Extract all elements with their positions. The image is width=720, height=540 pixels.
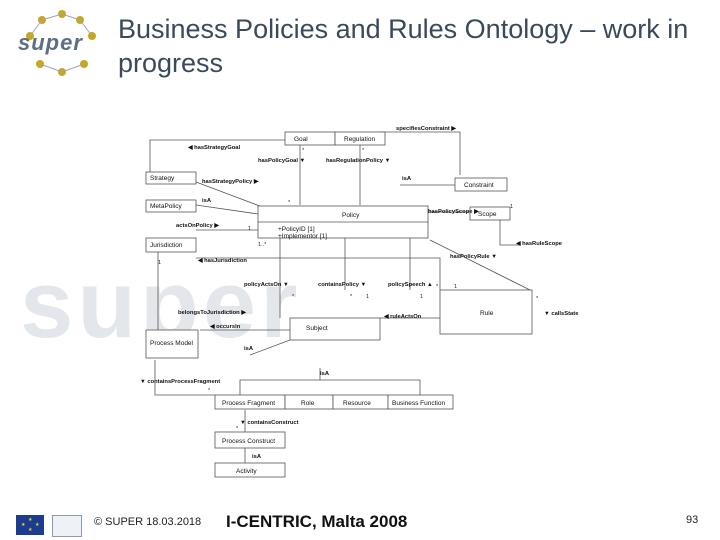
page-number: 93 (686, 514, 699, 526)
multiplicity-label: 1..* (258, 242, 267, 248)
class-activity: Activity (236, 468, 257, 475)
slide-title: Business Policies and Rules Ontology – w… (118, 14, 689, 78)
multiplicity-label: 1 (366, 294, 369, 300)
policy-attribute-id: +PolicyID [1] (278, 226, 315, 233)
super-logo: super (18, 30, 83, 55)
relation-is-a-constraint: isA (402, 176, 412, 182)
relation-calls-state: ▼ callsState (544, 311, 579, 317)
relation-has-rule-scope: ◀ hasRuleScope (515, 240, 563, 247)
relation-policy-speech: policySpeech ▲ (388, 282, 433, 288)
class-process-fragment: Process Fragment (222, 400, 275, 407)
footer-copyright: © SUPER 18.03.2018 (94, 516, 202, 528)
relation-is-a-meta: isA (202, 198, 212, 204)
relation-policy-acts-on: policyActsOn ▼ (244, 282, 289, 288)
class-role: Role (301, 400, 315, 407)
relation-contains-construct: ▼ containsConstruct (240, 420, 299, 426)
relation-has-policy-rule: hasPolicyRule ▼ (450, 254, 497, 260)
class-constraint: Constraint (464, 182, 494, 189)
class-scope: Scope (478, 211, 497, 218)
footer-event: I-CENTRIC, Malta 2008 (226, 512, 408, 531)
policy-attribute-implementor: +Implementor [1] (278, 233, 327, 240)
multiplicity-label: 1 (248, 226, 251, 232)
multiplicity-label: * (292, 294, 295, 300)
relation-is-a-activity: isA (252, 454, 262, 460)
class-regulation: Regulation (344, 136, 375, 143)
relation-contains-process-fragment: ▼ containsProcessFragment (140, 379, 220, 385)
relation-has-strategy-policy: hasStrategyPolicy ▶ (202, 178, 259, 185)
multiplicity-label: * (536, 296, 539, 302)
class-jurisdiction: Jurisdiction (150, 242, 183, 249)
relation-rule-acts-on: ◀ ruleActsOn (383, 313, 422, 320)
class-subject: Subject (306, 325, 328, 332)
relation-has-jurisdiction: ◀ hasJurisdiction (197, 257, 247, 264)
multiplicity-label: 1 (158, 260, 161, 266)
relation-occurs-in: ◀ occursIn (209, 323, 241, 330)
multiplicity-label: 1 (420, 294, 423, 300)
relation-contains-policy: containsPolicy ▼ (318, 282, 366, 288)
multiplicity-label: * (362, 148, 365, 154)
multiplicity-label: * (350, 294, 353, 300)
relation-belongs-to-jurisdiction: belongsToJurisdiction ▶ (178, 309, 246, 316)
class-metapolicy: MetaPolicy (150, 203, 183, 210)
class-goal: Goal (294, 136, 308, 143)
multiplicity-label: * (436, 284, 439, 290)
relation-has-policy-goal: hasPolicyGoal ▼ (258, 158, 305, 164)
class-rule: Rule (480, 310, 494, 317)
multiplicity-label: * (208, 388, 211, 394)
relation-labels: specifiesConstraint ▶ ◀ hasStrategyGoal … (140, 125, 579, 460)
relation-has-strategy-goal: ◀ hasStrategyGoal (187, 144, 241, 151)
association-lines (149, 131, 531, 463)
class-policy: Policy (342, 212, 360, 219)
relation-specifies-constraint: specifiesConstraint ▶ (396, 125, 456, 132)
relation-is-a-model: isA (244, 346, 254, 352)
relation-has-policy-scope: hasPolicyScope ▶ (428, 208, 479, 215)
class-business-function: Business Function (392, 400, 445, 407)
class-process-model: Process Model (150, 340, 194, 347)
eu-flag-icon: ★★ ★★ (16, 515, 44, 535)
relation-is-a-subject: isA (320, 371, 330, 377)
multiplicity-label: * (288, 200, 291, 206)
partner-logo-icon (52, 515, 82, 537)
super-logo-dots-icon (26, 10, 96, 76)
multiplicity-label: * (302, 148, 305, 154)
class-process-construct: Process Construct (222, 438, 275, 445)
relation-acts-on-policy: actsOnPolicy ▶ (176, 222, 219, 229)
class-strategy: Strategy (150, 175, 175, 182)
multiplicity-label: * (236, 426, 239, 432)
relation-has-regulation-policy: hasRegulationPolicy ▼ (326, 158, 390, 164)
class-labels: Goal Regulation Strategy Constraint Meta… (150, 136, 497, 475)
multiplicity-labels: * * 1 1..* 1 * 1 1 1 * * * 1 * * * (158, 148, 539, 432)
class-resource: Resource (343, 400, 371, 407)
multiplicity-label: 1 (510, 204, 513, 210)
multiplicity-label: 1 (454, 284, 457, 290)
class-boxes (145, 131, 533, 478)
